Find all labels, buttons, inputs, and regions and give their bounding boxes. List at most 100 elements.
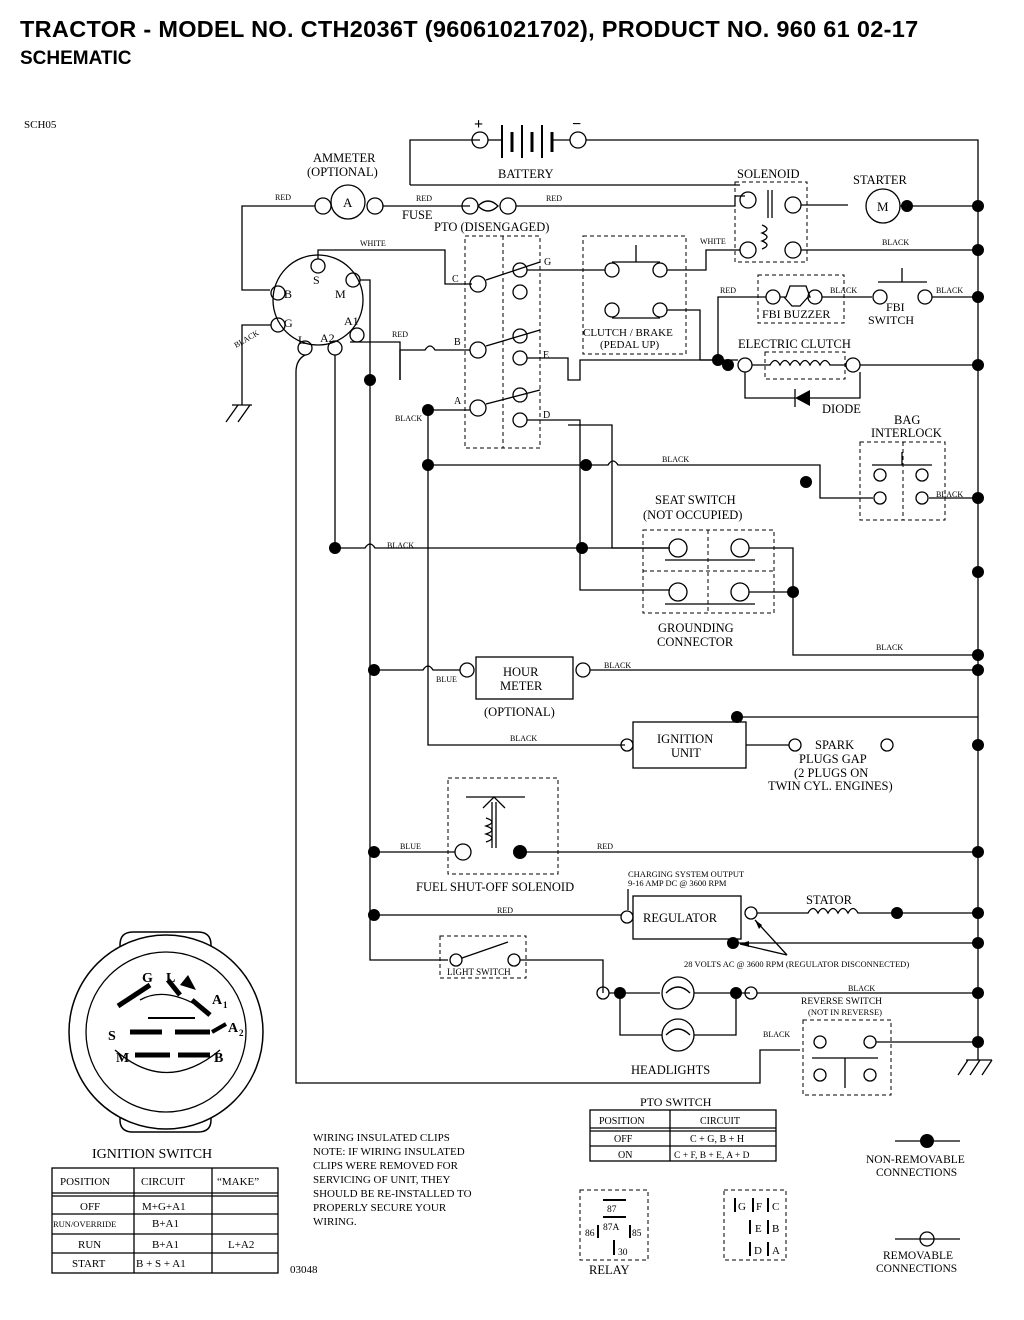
svg-text:LIGHT SWITCH: LIGHT SWITCH <box>447 967 511 977</box>
svg-text:CONNECTIONS: CONNECTIONS <box>876 1263 957 1275</box>
svg-text:PTO SWITCH: PTO SWITCH <box>640 1095 712 1109</box>
svg-text:C + F, B + E, A + D: C + F, B + E, A + D <box>674 1151 750 1161</box>
svg-text:METER: METER <box>500 679 543 693</box>
svg-text:HOUR: HOUR <box>503 665 539 679</box>
svg-text:RED: RED <box>275 193 291 202</box>
svg-text:A2: A2 <box>320 331 335 345</box>
svg-text:RUN: RUN <box>78 1239 101 1251</box>
svg-text:RED: RED <box>546 194 562 203</box>
ignition-table: POSITION CIRCUIT “MAKE” OFF M+G+A1 RUN/O… <box>51 1167 279 1274</box>
svg-text:CIRCUIT: CIRCUIT <box>700 1116 740 1127</box>
svg-text:87: 87 <box>607 1205 617 1215</box>
svg-text:CHARGING SYSTEM OUTPUT: CHARGING SYSTEM OUTPUT <box>628 869 745 879</box>
headlights: HEADLIGHTS <box>596 976 750 1077</box>
svg-text:BLACK: BLACK <box>936 286 963 295</box>
svg-text:BLACK: BLACK <box>604 661 631 670</box>
ammeter-note: (OPTIONAL) <box>307 165 378 179</box>
svg-text:ON: ON <box>618 1150 632 1161</box>
svg-text:RED: RED <box>416 194 432 203</box>
ammeter-label: AMMETER <box>313 151 376 165</box>
svg-text:HEADLIGHTS: HEADLIGHTS <box>631 1063 710 1077</box>
light-switch: LIGHT SWITCH <box>439 935 527 979</box>
svg-text:1: 1 <box>223 1000 228 1010</box>
svg-text:CIRCUIT: CIRCUIT <box>141 1176 185 1188</box>
hour-meter: HOUR METER (OPTIONAL) <box>459 656 591 719</box>
schematic-code: SCH05 <box>24 119 57 131</box>
starter: STARTER M <box>853 173 907 224</box>
svg-text:BLACK: BLACK <box>936 490 963 499</box>
svg-text:(OPTIONAL): (OPTIONAL) <box>484 705 555 719</box>
legend-non-removable: NON-REMOVABLE CONNECTIONS <box>866 1134 965 1179</box>
ignition-switch-terminals: B G L A2 A1 M S <box>270 254 365 356</box>
pto-connector: G F C E B D A <box>723 1189 787 1261</box>
svg-text:ELECTRIC CLUTCH: ELECTRIC CLUTCH <box>738 337 851 351</box>
svg-text:BLACK: BLACK <box>848 984 875 993</box>
ignition-switch-illustration: G L A 1 A 2 S M B <box>68 931 264 1133</box>
svg-text:“MAKE”: “MAKE” <box>217 1176 259 1188</box>
svg-text:C: C <box>772 1201 779 1213</box>
svg-text:(NOT OCCUPIED): (NOT OCCUPIED) <box>643 508 742 522</box>
svg-text:REGULATOR: REGULATOR <box>643 911 718 925</box>
svg-text:OFF: OFF <box>614 1134 633 1145</box>
svg-text:BLACK: BLACK <box>876 643 903 652</box>
pto-switch: PTO (DISENGAGED) C B A G E D <box>434 220 551 449</box>
svg-text:B+A1: B+A1 <box>152 1239 179 1251</box>
spark-plugs: SPARK PLUGS GAP (2 PLUGS ON TWIN CYL. EN… <box>768 738 894 793</box>
reverse-switch: REVERSE SWITCH (NOT IN REVERSE) <box>801 997 892 1096</box>
clutch-brake-switch: CLUTCH / BRAKE (PEDAL UP) <box>582 235 687 355</box>
page-title: TRACTOR - MODEL NO. CTH2036T (9606102170… <box>20 16 919 42</box>
svg-text:B: B <box>772 1223 779 1235</box>
svg-text:A: A <box>772 1245 780 1257</box>
svg-text:RUN/OVERRIDE: RUN/OVERRIDE <box>53 1219 116 1229</box>
svg-text:BLACK: BLACK <box>233 328 261 349</box>
svg-text:A1: A1 <box>344 314 359 328</box>
electric-clutch: ELECTRIC CLUTCH <box>737 337 861 380</box>
drawing-number: 03048 <box>290 1264 318 1276</box>
svg-text:NOTE: IF WIRING INSULATED: NOTE: IF WIRING INSULATED <box>313 1146 465 1158</box>
svg-text:G: G <box>544 257 551 268</box>
svg-text:CLUTCH / BRAKE: CLUTCH / BRAKE <box>583 327 673 339</box>
svg-text:2: 2 <box>239 1028 244 1038</box>
svg-text:UNIT: UNIT <box>671 746 701 760</box>
relay: 87 87A 86 85 30 RELAY <box>579 1189 649 1277</box>
svg-text:B: B <box>284 287 292 301</box>
svg-text:TWIN CYL. ENGINES): TWIN CYL. ENGINES) <box>768 779 893 793</box>
svg-text:POSITION: POSITION <box>60 1176 110 1188</box>
svg-text:BLACK: BLACK <box>662 455 689 464</box>
svg-text:RED: RED <box>597 842 613 851</box>
fbi-switch: FBI SWITCH <box>868 268 933 327</box>
solenoid: SOLENOID <box>734 167 808 263</box>
svg-text:WIRING.: WIRING. <box>313 1216 357 1228</box>
svg-text:G: G <box>284 316 293 330</box>
pto-switch-table: PTO SWITCH POSITION CIRCUIT OFF C + G, B… <box>589 1095 777 1162</box>
svg-text:B: B <box>454 337 461 348</box>
svg-text:CLIPS WERE REMOVED FOR: CLIPS WERE REMOVED FOR <box>313 1160 459 1172</box>
svg-text:WHITE: WHITE <box>700 237 726 246</box>
svg-text:F: F <box>756 1201 762 1213</box>
svg-text:PLUGS GAP: PLUGS GAP <box>799 752 867 766</box>
svg-text:M: M <box>116 1051 129 1066</box>
svg-text:(2 PLUGS ON: (2 PLUGS ON <box>794 766 868 780</box>
svg-text:S: S <box>313 273 320 287</box>
svg-text:BLACK: BLACK <box>395 414 422 423</box>
svg-text:30: 30 <box>618 1248 628 1258</box>
svg-text:BAG: BAG <box>894 413 920 427</box>
svg-text:G: G <box>738 1201 746 1213</box>
connection-dots <box>329 200 984 1048</box>
svg-text:A: A <box>343 195 353 210</box>
svg-text:PTO (DISENGAGED): PTO (DISENGAGED) <box>434 220 549 234</box>
legend-removable: REMOVABLE CONNECTIONS <box>876 1231 960 1275</box>
battery-plus: + <box>474 116 483 133</box>
svg-text:STATOR: STATOR <box>806 893 853 907</box>
svg-text:SERVICING OF UNIT, THEY: SERVICING OF UNIT, THEY <box>313 1174 450 1186</box>
fbi-buzzer: FBI BUZZER <box>757 274 845 324</box>
fuse-label: FUSE <box>402 208 433 222</box>
regulator: CHARGING SYSTEM OUTPUT 9-16 AMP DC @ 360… <box>620 869 758 940</box>
wiring-note: WIRING INSULATED CLIPS NOTE: IF WIRING I… <box>313 1132 472 1228</box>
svg-text:STARTER: STARTER <box>853 173 907 187</box>
svg-text:FBI BUZZER: FBI BUZZER <box>762 307 830 321</box>
svg-text:FBI: FBI <box>886 300 905 314</box>
svg-text:BLACK: BLACK <box>763 1030 790 1039</box>
svg-text:SOLENOID: SOLENOID <box>737 167 800 181</box>
